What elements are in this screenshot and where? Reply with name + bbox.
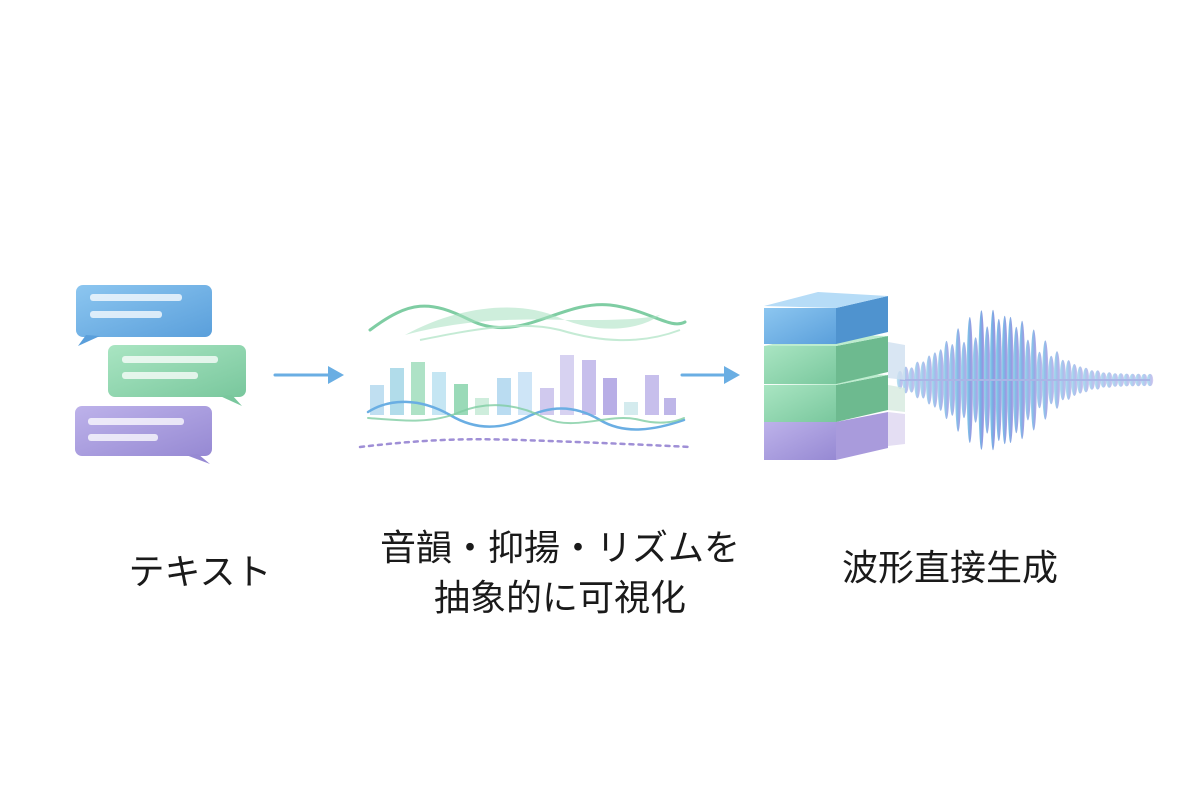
dotted-contour-line <box>358 438 692 449</box>
step-caption-prosody: 音韻・抑揚・リズムを 抽象的に可視化 <box>340 524 780 624</box>
prosody-visualization-icon <box>358 303 692 449</box>
rhythm-bar <box>582 360 596 415</box>
caption-line: 波形直接生成 <box>841 548 1058 589</box>
caption-line: 抽象的に可視化 <box>433 578 686 619</box>
arrow-right-icon <box>680 366 740 384</box>
step-caption-text: テキスト <box>100 548 300 598</box>
waveform-graphic <box>896 309 1154 451</box>
chat-bubbles-icon <box>75 285 246 464</box>
chat-bubble-green <box>108 345 246 406</box>
rhythm-bar <box>454 384 468 415</box>
rhythm-bar <box>497 378 511 415</box>
rhythm-bar <box>624 402 638 415</box>
model-layer-stack <box>764 292 905 460</box>
rhythm-bar <box>432 372 446 415</box>
model-layer <box>764 292 888 344</box>
rhythm-bar <box>560 355 574 415</box>
rhythm-bar <box>645 375 659 415</box>
rhythm-bar <box>603 378 617 415</box>
chat-bubble-purple <box>75 406 212 464</box>
step-caption-waveform: 波形直接生成 <box>800 544 1100 594</box>
rhythm-bars <box>370 355 676 415</box>
rhythm-bar <box>411 362 425 415</box>
rhythm-bar <box>518 372 532 415</box>
caption-line: テキスト <box>128 552 272 593</box>
arrow-right-icon <box>273 366 344 384</box>
caption-line: 音韻・抑揚・リズムを <box>379 528 740 569</box>
chat-bubble-blue <box>76 285 212 346</box>
rhythm-contour-curves <box>366 400 686 431</box>
rhythm-bar <box>664 398 676 415</box>
rhythm-bar <box>390 368 404 415</box>
model-layers-waveform-icon <box>764 292 1154 460</box>
pitch-contour-curves <box>368 303 687 342</box>
